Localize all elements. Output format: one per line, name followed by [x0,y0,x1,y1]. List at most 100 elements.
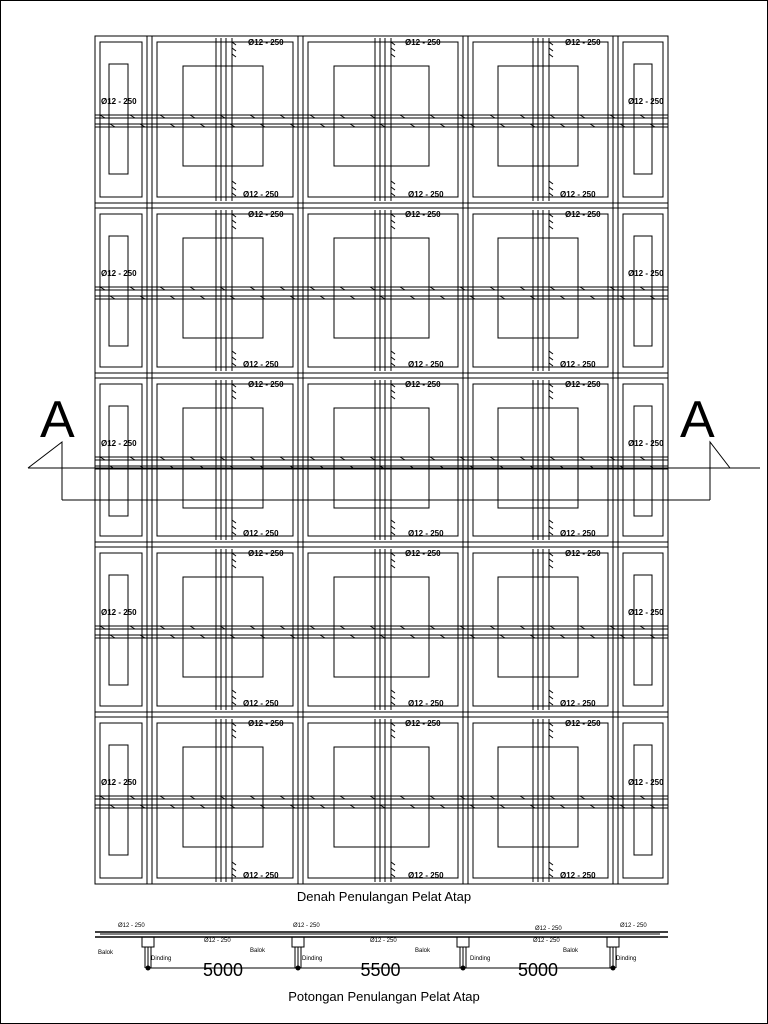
rebar-bend [139,295,146,300]
rebar-bend [349,295,356,300]
rebar-hook [390,689,396,694]
rebar-hook [231,47,237,52]
rebar-label-top: Ø12 - 250 [405,210,441,219]
rebar-label-right: Ø12 - 250 [628,608,664,617]
rebar-bend [349,634,356,639]
rebar-bend [639,456,646,461]
rebar-bend [489,286,496,291]
rebar-bend [409,123,416,128]
slab-opening-zone [108,405,129,517]
rebar-label-left: Ø12 - 250 [101,97,137,106]
rebar-bend [579,795,586,800]
rebar-bend [169,634,176,639]
rebar-label-bottom: Ø12 - 250 [560,871,596,880]
rebar-label-bottom: Ø12 - 250 [243,529,279,538]
rebar-bend [459,286,466,291]
rebar-bend [469,295,476,300]
rebar-bend [349,123,356,128]
section-rebar-label: Ø12 - 250 [204,938,231,944]
rebar-label-bottom: Ø12 - 250 [243,190,279,199]
rebar-bend [279,795,286,800]
rebar-bend [609,625,616,630]
rebar-bend [489,114,496,119]
rebar-label-top: Ø12 - 250 [405,38,441,47]
rebar-bend [589,123,596,128]
rebar-hook [548,525,554,530]
rebar-bend [489,795,496,800]
rebar-hook [231,350,237,355]
rebar-bend [339,456,346,461]
rebar-label-bottom: Ø12 - 250 [243,699,279,708]
rebar-label-bottom: Ø12 - 250 [560,190,596,199]
rebar-bend [559,804,566,809]
rebar-hook [548,734,554,739]
beam-label: Balok [98,950,114,956]
rebar-bend [129,114,136,119]
rebar-label-top: Ø12 - 250 [405,380,441,389]
rebar-bend [639,625,646,630]
rebar-hook [390,47,396,52]
section-marker-left: A [40,391,75,449]
rebar-bend [99,114,106,119]
rebar-bend [549,114,556,119]
rebar-hook [390,356,396,361]
rebar-hook [548,722,554,727]
rebar-bend [289,123,296,128]
section-marker-right: A [680,391,715,449]
rebar-bend [489,625,496,630]
section-rebar-label: Ø12 - 250 [620,923,647,929]
rebar-bend [199,123,206,128]
slab-panel [156,41,294,198]
rebar-bend [369,625,376,630]
rebar-hook [548,192,554,197]
rebar-bend [279,114,286,119]
rebar-bend [459,795,466,800]
rebar-bend [309,795,316,800]
rebar-bend [139,634,146,639]
rebar-bend [189,625,196,630]
rebar-hook [390,552,396,557]
rebar-bend [579,625,586,630]
slab-rebar-zone [182,237,264,339]
rebar-bend [279,625,286,630]
section-rebar-label: Ø12 - 250 [533,938,560,944]
rebar-bend [129,625,136,630]
rebar-bend [549,456,556,461]
rebar-hook [390,701,396,706]
slab-panel [307,41,459,198]
rebar-hook [231,558,237,563]
rebar-hook [390,867,396,872]
rebar-bend [349,804,356,809]
rebar-bend [249,114,256,119]
rebar-label-bottom: Ø12 - 250 [560,529,596,538]
rebar-bend [589,804,596,809]
rebar-bend [99,795,106,800]
rebar-bend [249,286,256,291]
rebar-bend [99,625,106,630]
slab-opening-zone [633,744,653,856]
rebar-label-top: Ø12 - 250 [565,380,601,389]
rebar-bend [159,625,166,630]
rebar-hook [390,728,396,733]
rebar-hook [390,395,396,400]
rebar-bend [159,795,166,800]
rebar-bend [429,286,436,291]
beam-label: Balok [415,948,431,954]
rebar-bend [259,295,266,300]
rebar-bend [609,114,616,119]
rebar-bend [379,634,386,639]
rebar-hook [390,861,396,866]
rebar-bend [309,456,316,461]
rebar-bend [319,295,326,300]
rebar-bend [619,123,626,128]
rebar-bend [649,295,656,300]
rebar-hook [231,225,237,230]
rebar-bend [609,795,616,800]
section-arrow-left [27,440,63,469]
rebar-hook [390,383,396,388]
rebar-bend [559,123,566,128]
slab-rebar-zone [182,576,264,678]
rebar-bend [129,286,136,291]
